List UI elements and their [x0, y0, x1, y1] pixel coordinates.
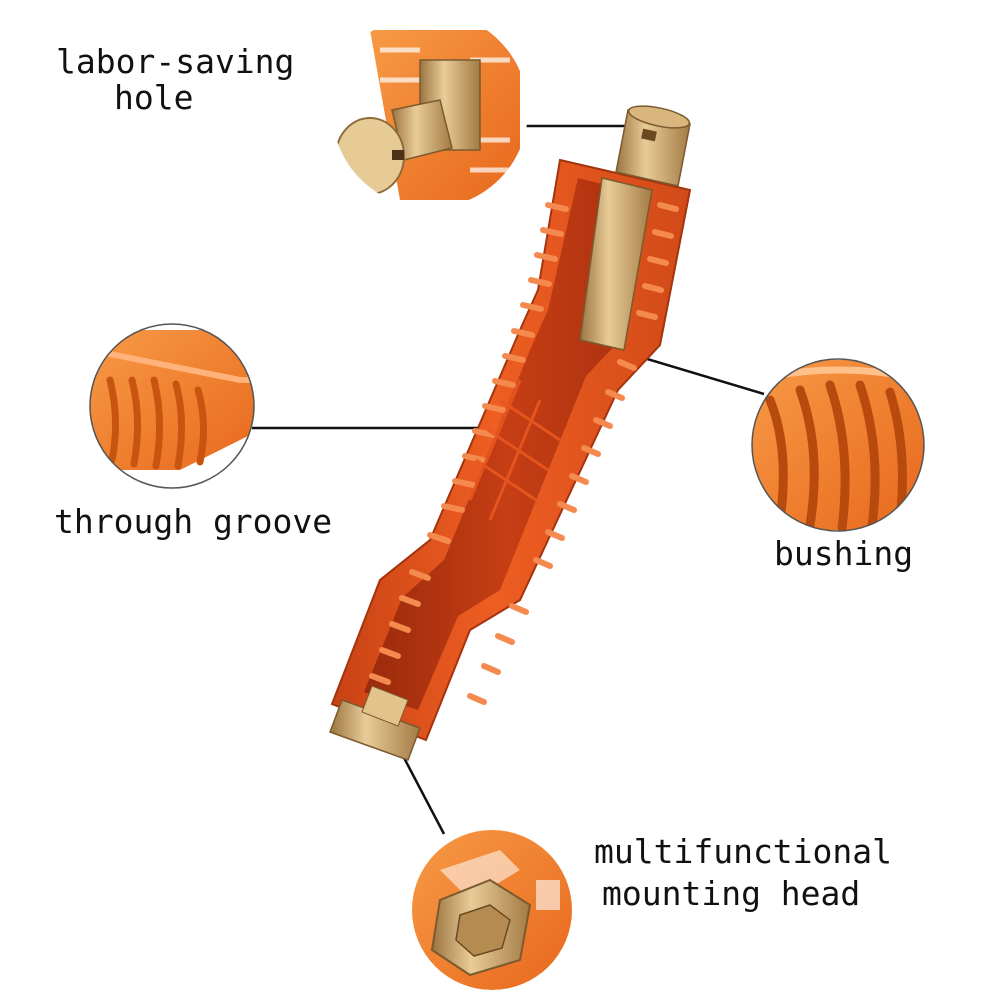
label-labor-saving-hole: labor-saving hole	[56, 44, 294, 116]
label-labor-saving-hole-line2: hole	[114, 78, 194, 117]
label-bushing: bushing	[774, 534, 914, 573]
wrench-body	[329, 105, 692, 761]
callout-bushing	[751, 358, 925, 532]
label-mounting-head: multifunctional mounting head	[594, 834, 892, 912]
leader-line-mounting-head	[400, 753, 446, 835]
callout-through-groove	[89, 323, 255, 489]
label-mounting-head-line1: multifunctional	[594, 832, 893, 871]
label-mounting-head-line2: mounting head	[602, 874, 861, 913]
label-labor-saving-hole-line1: labor-saving	[56, 42, 295, 81]
callout-mounting-head	[407, 820, 577, 990]
label-through-groove: through groove	[54, 502, 333, 541]
callout-labor-saving-hole	[332, 12, 528, 208]
